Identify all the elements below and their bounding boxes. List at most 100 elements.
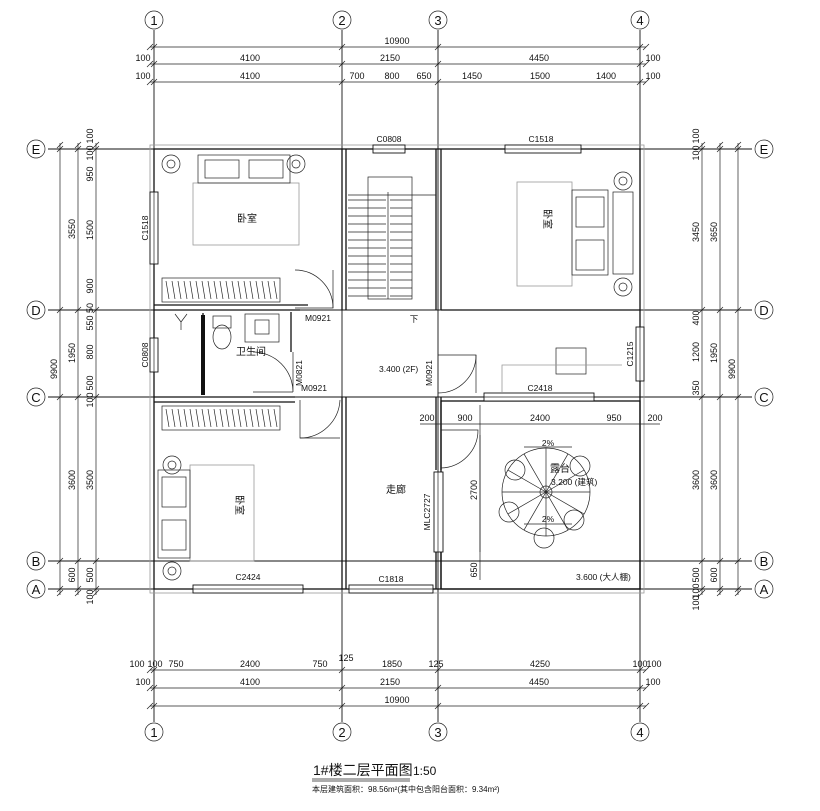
dimension-tick xyxy=(150,702,158,710)
level-mark-floor: 3.400 (2F) xyxy=(379,364,418,374)
dimension-tick xyxy=(92,306,100,314)
doors xyxy=(252,269,479,469)
dim-bottom-r1: 750 xyxy=(168,659,183,669)
wardrobe-hanger xyxy=(195,280,200,300)
wardrobe-hanger xyxy=(207,280,212,300)
slope-mark-2: 2% xyxy=(542,514,555,524)
dimension-tick xyxy=(642,666,650,674)
dim-terrace-top: 900 xyxy=(457,413,472,423)
dim-bottom-r2: 100 xyxy=(135,677,150,687)
dim-left-c1: 550 xyxy=(85,315,95,330)
wardrobe-hanger xyxy=(237,280,242,300)
wardrobe-hanger xyxy=(183,280,188,300)
umbrella-rib xyxy=(545,491,585,515)
dim-right-c1: 100 xyxy=(691,595,701,610)
room-label-bedroom-ne: 卧室 xyxy=(541,209,554,229)
dim-left-c2: 1950 xyxy=(67,343,77,363)
dim-right-c2: 3650 xyxy=(709,222,719,242)
dimension-tick xyxy=(636,78,644,86)
dim-top-r3: 100 xyxy=(645,71,660,81)
window-tag-c0808-top: C0808 xyxy=(376,134,401,144)
axis-label-col-4-top: 4 xyxy=(636,13,643,28)
dimension-tick xyxy=(434,702,442,710)
bedroom-nw-furniture xyxy=(161,154,306,303)
dim-terrace-top: 200 xyxy=(419,413,434,423)
wardrobe-hanger xyxy=(249,408,254,428)
dimension-tick xyxy=(146,43,154,51)
dimension-ticks xyxy=(56,43,742,710)
dimension-tick xyxy=(734,557,742,565)
dim-right-c1: 100 xyxy=(691,145,701,160)
dim-bottom-r1: 750 xyxy=(312,659,327,669)
dimension-tick xyxy=(716,585,724,593)
dimension-tick xyxy=(636,684,644,692)
left-dimensions: 9900 3550 1950 3600 600 100 100 950 1500… xyxy=(49,128,95,604)
dimension-tick xyxy=(74,393,82,401)
dim-top-r3: 1450 xyxy=(462,71,482,81)
dimension-tick xyxy=(434,684,442,692)
dim-terrace-top: 950 xyxy=(606,413,621,423)
dimension-tick xyxy=(56,393,64,401)
wardrobe-hanger xyxy=(207,408,212,428)
dimension-tick xyxy=(716,589,724,597)
wardrobe-hanger xyxy=(183,408,188,428)
dimension-tick xyxy=(698,306,706,314)
dim-right-c1: 1200 xyxy=(691,342,701,362)
wardrobe-hanger xyxy=(177,408,182,428)
dimension-tick xyxy=(56,557,64,565)
dimension-tick xyxy=(74,145,82,153)
dimension-tick xyxy=(716,141,724,149)
dimension-tick xyxy=(434,78,442,86)
door-tag-m0921-c: M0921 xyxy=(424,360,434,386)
dim-bottom-r1: 125 xyxy=(428,659,443,669)
dimension-tick xyxy=(642,702,650,710)
umbrella-rib xyxy=(545,453,569,493)
dimension-tick xyxy=(92,585,100,593)
dimension-tick xyxy=(74,141,82,149)
dim-left-c2: 600 xyxy=(67,567,77,582)
wardrobe-hanger xyxy=(219,280,224,300)
wardrobe-hanger xyxy=(249,280,254,300)
axis-label-col-1-top: 1 xyxy=(150,13,157,28)
dim-left-c1: 3500 xyxy=(85,470,95,490)
dimension-tick xyxy=(56,306,64,314)
dimension-tick xyxy=(146,702,154,710)
dim-bottom-r2: 4100 xyxy=(240,677,260,687)
dim-left-c2: 3550 xyxy=(67,219,77,239)
dim-top-r3: 100 xyxy=(135,71,150,81)
dim-left-c1: 100 xyxy=(85,392,95,407)
windows xyxy=(149,144,645,594)
umbrella-rib xyxy=(523,491,547,531)
dim-left-c1: 950 xyxy=(85,166,95,181)
dim-bottom-r1: 100 xyxy=(147,659,162,669)
wardrobe-hanger xyxy=(165,408,170,428)
window-tag-c1215: C1215 xyxy=(625,341,635,366)
dimension-tick xyxy=(716,393,724,401)
axis-label-row-c-left: C xyxy=(31,390,40,405)
dim-top-r3: 1500 xyxy=(530,71,550,81)
wardrobe-hanger xyxy=(237,408,242,428)
axis-label-row-c-right: C xyxy=(759,390,768,405)
door-tag-m0921-a: M0921 xyxy=(305,313,331,323)
dimension-tick xyxy=(734,393,742,401)
dim-top-r3: 4100 xyxy=(240,71,260,81)
dim-bottom-r2: 2150 xyxy=(380,677,400,687)
dimension-tick xyxy=(734,141,742,149)
dim-right-c1: 100 xyxy=(691,583,701,598)
dim-right-c2: 1950 xyxy=(709,343,719,363)
wardrobe-hanger xyxy=(213,408,218,428)
dimension-tick xyxy=(642,78,650,86)
room-labels: 卧室 卧室 卫生间 卧室 走廊 露台 xyxy=(233,209,570,515)
dimension-tick xyxy=(146,78,154,86)
dim-right-c2: 600 xyxy=(709,567,719,582)
dim-top-r3: 700 xyxy=(349,71,364,81)
dimension-tick xyxy=(434,43,442,51)
axis-bubbles: 1 2 3 4 1 2 3 4 E D C B A E D C B A xyxy=(26,10,774,742)
axis-label-col-4-bottom: 4 xyxy=(636,725,643,740)
door-tag-m0821: M0821 xyxy=(294,360,304,386)
dimension-tick xyxy=(74,557,82,565)
wardrobe-hanger xyxy=(201,280,206,300)
wardrobe-hanger xyxy=(255,408,260,428)
dim-left-c1: 100 xyxy=(85,589,95,604)
